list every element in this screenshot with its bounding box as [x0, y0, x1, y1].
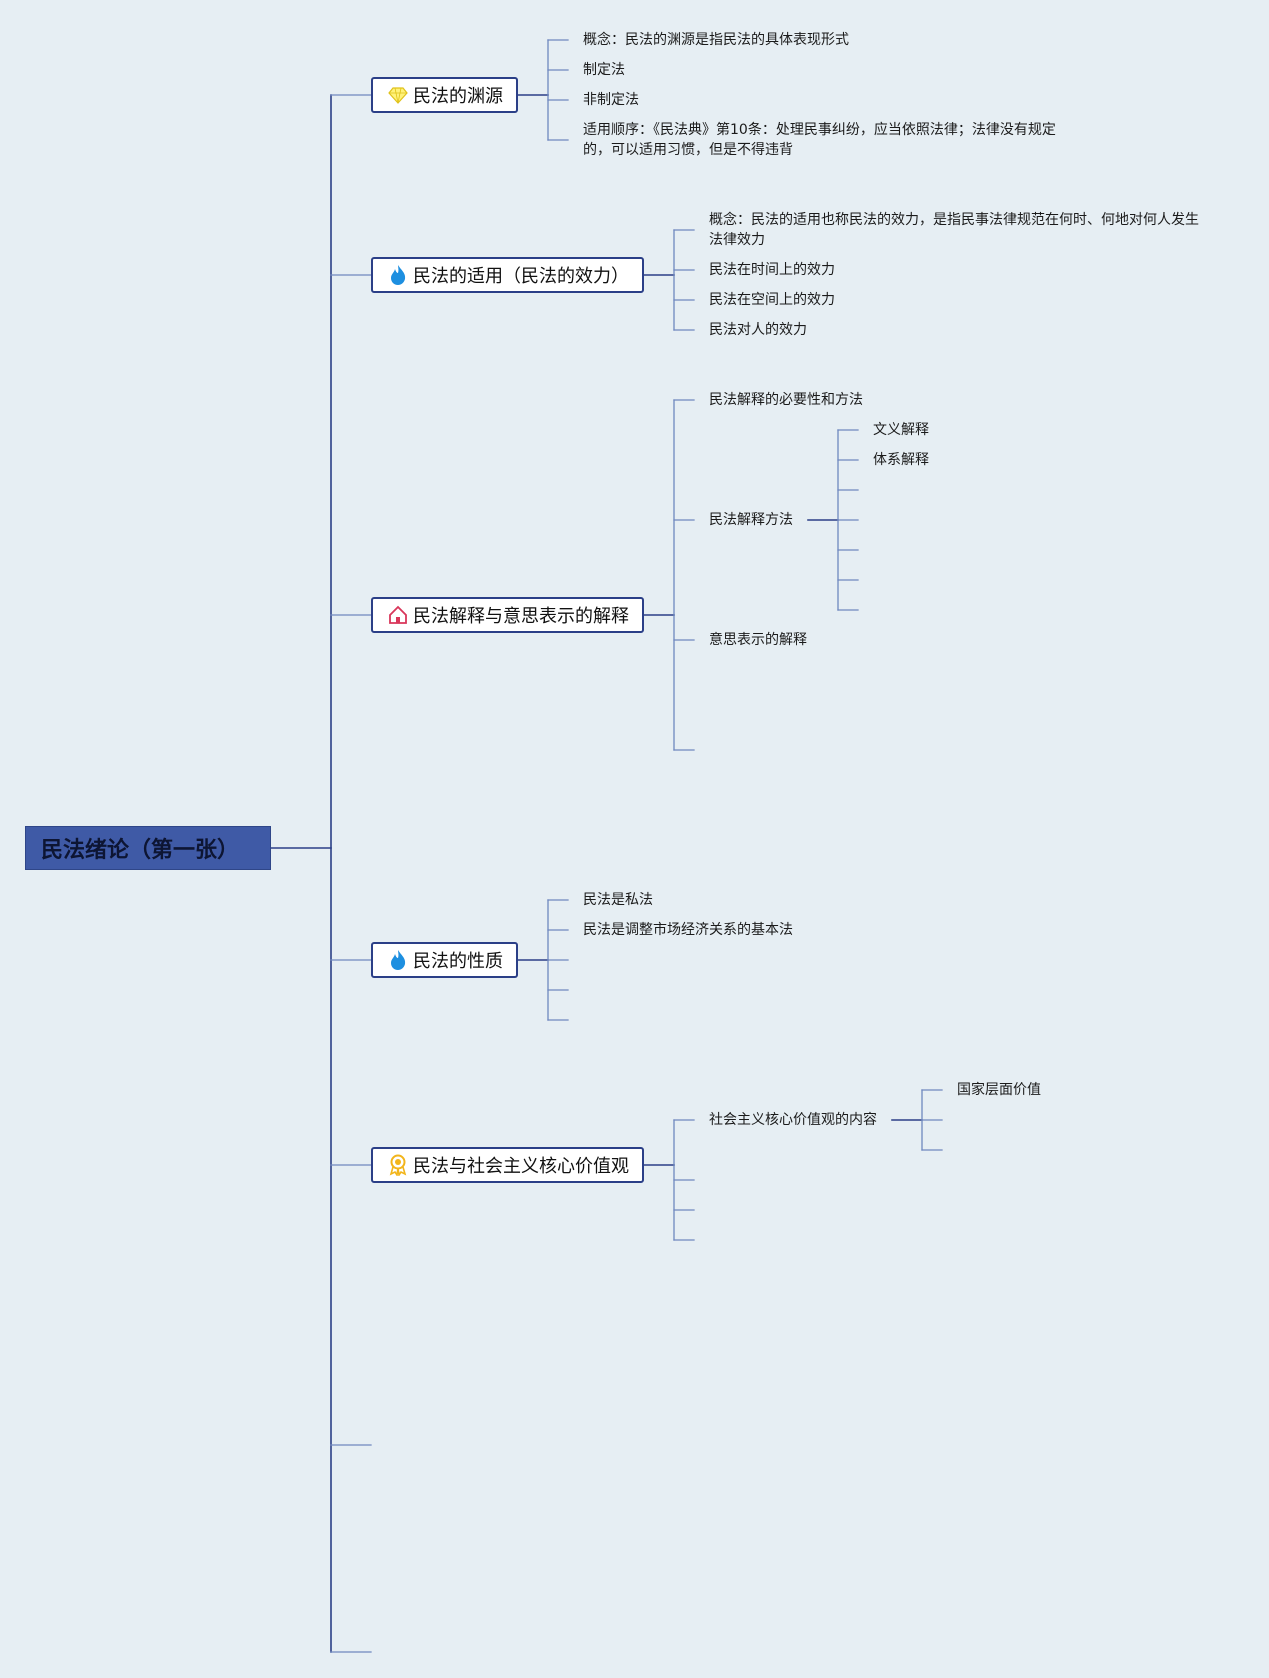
topic-sources[interactable]: 民法的渊源	[371, 77, 518, 113]
list-item: 民法在空间上的效力	[709, 292, 835, 308]
diamond-icon	[387, 84, 409, 106]
topic-core-values[interactable]: 民法与社会主义核心价值观	[371, 1147, 644, 1183]
flame-icon	[387, 264, 409, 286]
list-item: 国家层面价值	[957, 1082, 1041, 1098]
root-topic-label: 民法绪论（第一张）	[41, 838, 240, 863]
list-item: 体系解释	[873, 452, 929, 468]
list-item: 制定法	[583, 62, 625, 78]
list-item: 民法解释的必要性和方法	[709, 392, 863, 408]
topic-interpretation-label: 民法解释与意思表示的解释	[413, 606, 629, 627]
list-item: 社会主义核心价值观的内容	[709, 1112, 877, 1128]
list-item: 概念：民法的适用也称民法的效力，是指民事法律规范在何时、何地对何人发生法律效力	[709, 212, 1199, 248]
topic-application-label: 民法的适用（民法的效力）	[413, 266, 629, 287]
list-item: 民法解释方法	[709, 512, 793, 528]
list-item: 民法在时间上的效力	[709, 262, 835, 278]
list-item: 文义解释	[873, 422, 929, 438]
list-item: 民法对人的效力	[709, 322, 807, 338]
topic-interpretation[interactable]: 民法解释与意思表示的解释	[371, 597, 644, 633]
medal-icon	[387, 1154, 409, 1176]
list-item: 民法是私法	[583, 892, 653, 908]
topic-nature-label: 民法的性质	[413, 951, 503, 972]
root-topic[interactable]: 民法绪论（第一张）	[25, 826, 271, 870]
list-item: 概念：民法的渊源是指民法的具体表现形式	[583, 32, 849, 48]
topic-sources-label: 民法的渊源	[413, 86, 503, 107]
list-item: 民法是调整市场经济关系的基本法	[583, 922, 793, 938]
list-item: 意思表示的解释	[709, 632, 807, 648]
list-item: 非制定法	[583, 92, 639, 108]
house-icon	[387, 604, 409, 626]
topic-core-values-label: 民法与社会主义核心价值观	[413, 1156, 629, 1177]
topic-nature[interactable]: 民法的性质	[371, 942, 518, 978]
flame-icon	[387, 949, 409, 971]
list-item: 适用顺序：《民法典》第10条：处理民事纠纷，应当依照法律；法律没有规定的，可以适…	[583, 122, 1056, 158]
topic-application[interactable]: 民法的适用（民法的效力）	[371, 257, 644, 293]
